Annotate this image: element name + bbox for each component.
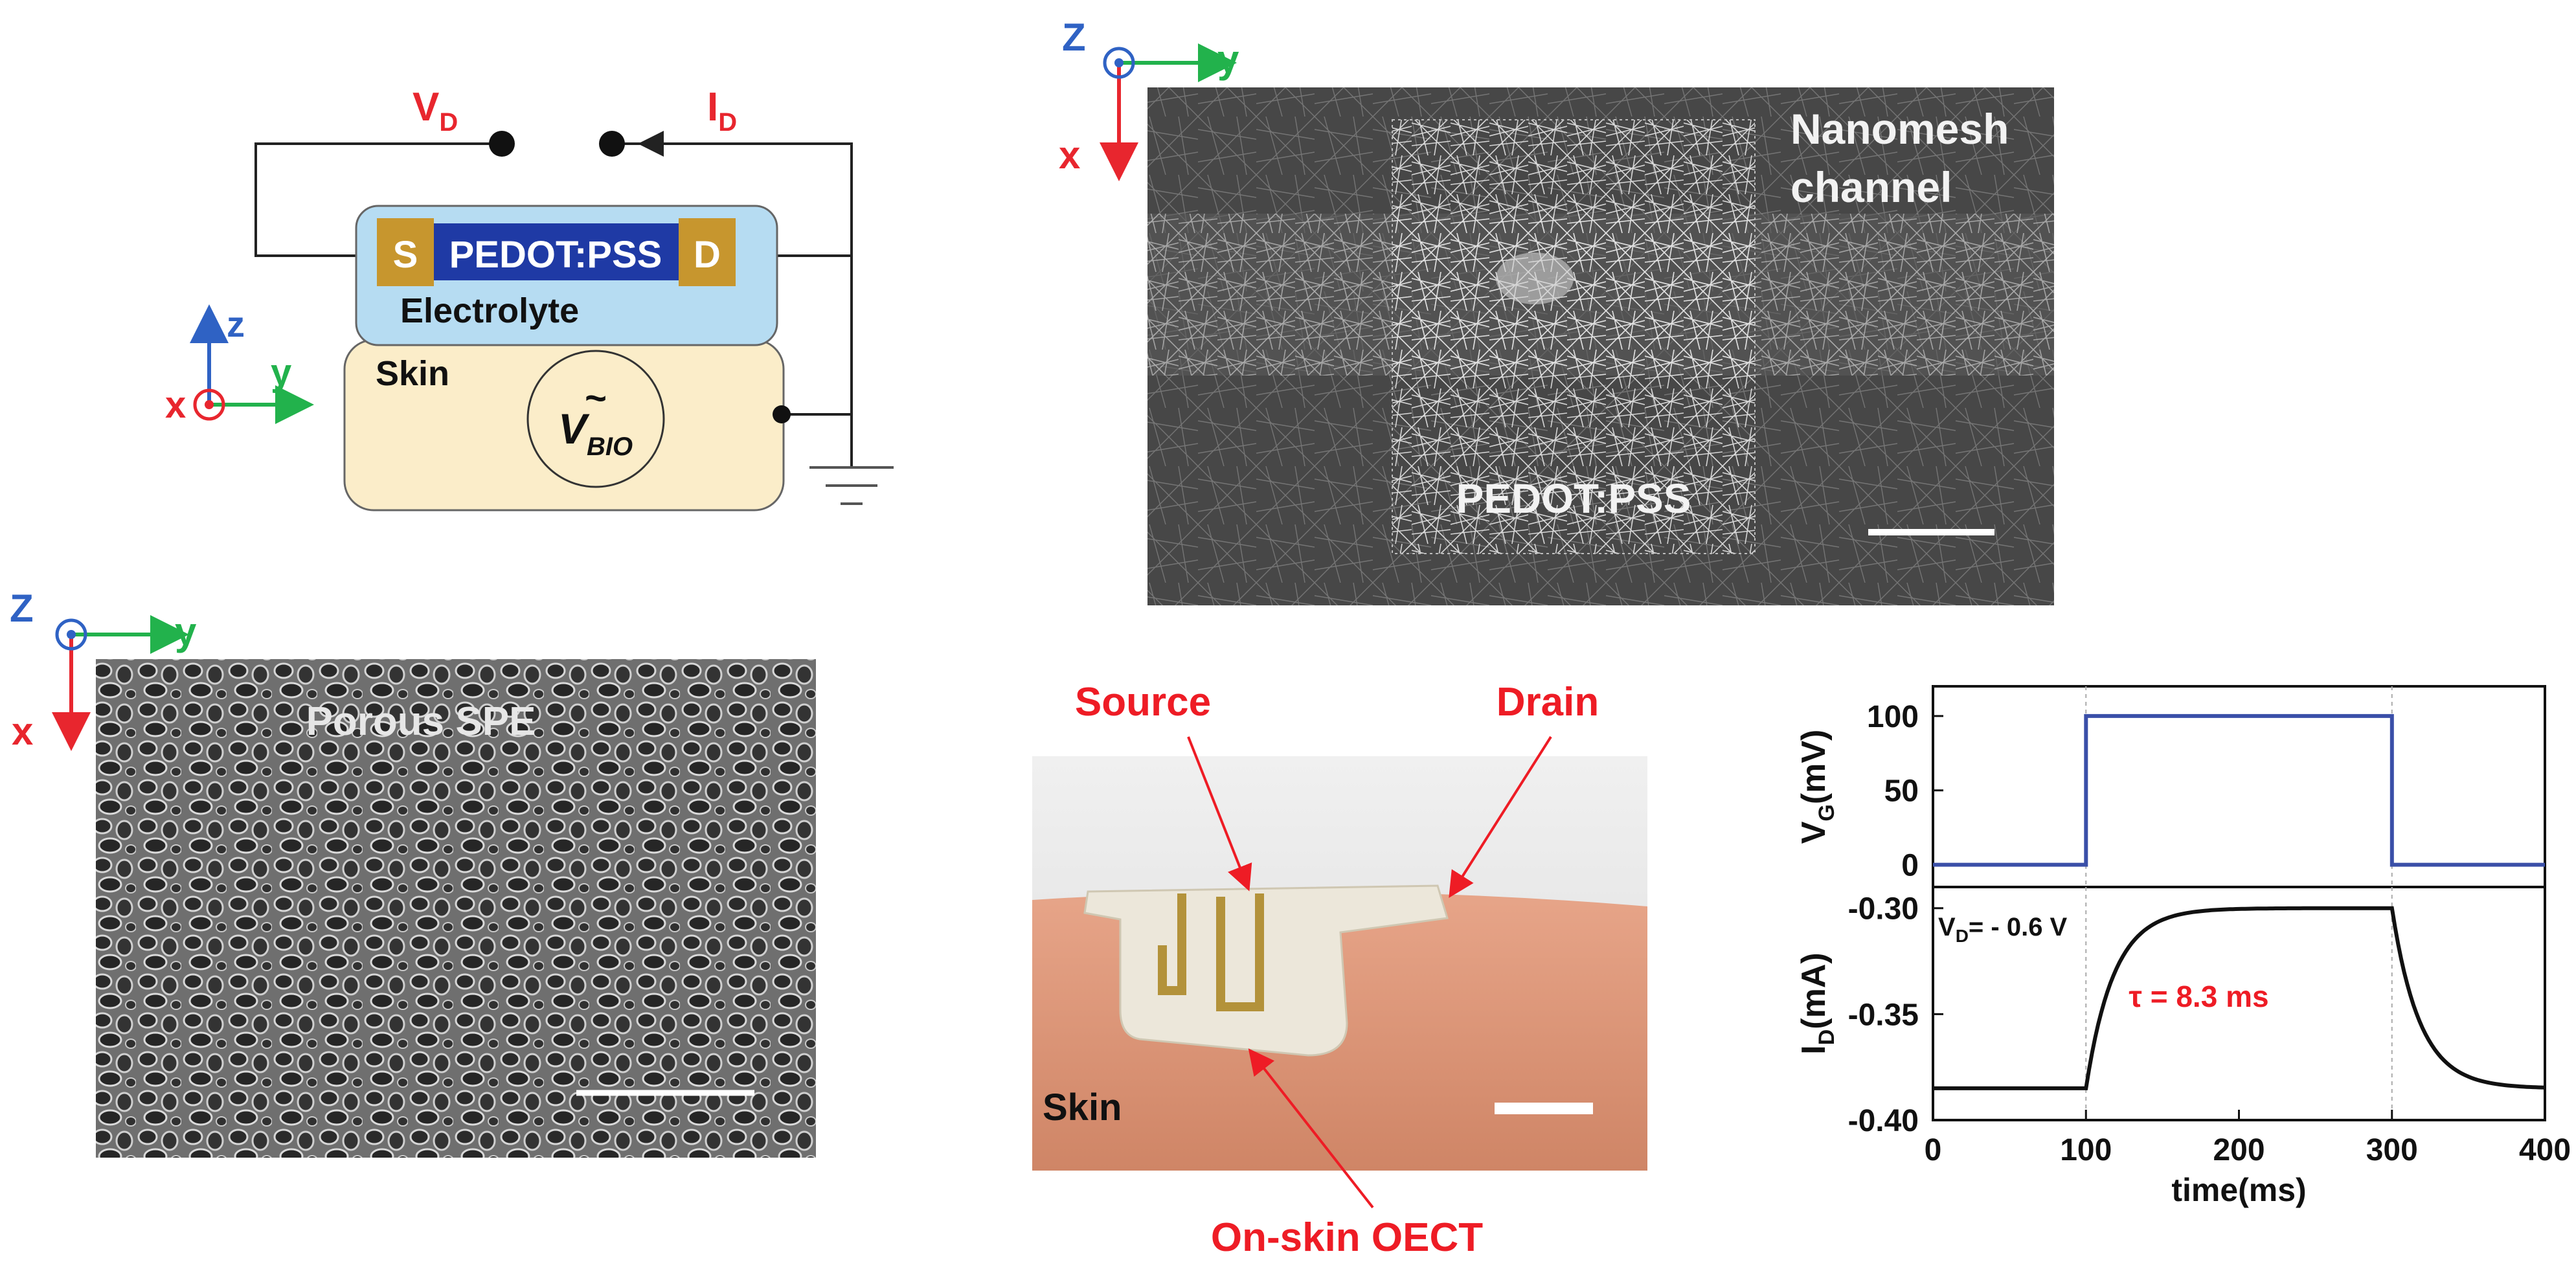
series-line-1: [1933, 713, 2545, 867]
x-axis-label: x: [1059, 133, 1080, 177]
device-photo-panel: Source Drain Skin On-skin OECT: [1032, 680, 1647, 1260]
y-axis-title-1: VG(mV): [1795, 730, 1839, 844]
drain-electrode: [679, 218, 736, 286]
circuit-schematic: VD ID S PEDOT:PSS D Electrolyte Skin ~ V…: [165, 85, 894, 511]
device-label: On-skin OECT: [1211, 1215, 1483, 1260]
y-axis-label: y: [175, 610, 197, 653]
z-axis-out-icon: [55, 618, 87, 651]
x-axis-label: x: [165, 384, 186, 426]
source-arrow: [1187, 736, 1252, 892]
porous-spe-label: Porous SPE: [306, 699, 536, 744]
source-electrode-trace: [1158, 893, 1186, 995]
id-label: ID: [707, 85, 737, 137]
vbio-label: VBIO: [558, 405, 633, 461]
sem-channel-label: PEDOT:PSS: [1456, 475, 1691, 522]
tau-annotation: τ = 8.3 ms: [2129, 980, 2268, 1013]
y-axis-label: y: [271, 352, 291, 394]
x-tick-label: 0: [1925, 1133, 1942, 1167]
channel-region: [1392, 120, 1755, 554]
device-arrow: [1248, 1048, 1374, 1209]
nanomesh-label-line1: Nanomesh: [1791, 105, 2009, 153]
transient-response-chart: 100 50 0 VG(mV) -0.30 -0.35 -0.40 ID(mA) VD= - 0…: [1795, 685, 2571, 1208]
y-tick-label: -0.35: [1848, 998, 1919, 1032]
vd-label: VD: [412, 85, 458, 137]
channel-label: PEDOT:PSS: [449, 234, 662, 276]
source-label: S: [393, 234, 418, 276]
y-tick-label: 50: [1884, 774, 1919, 809]
skin-label: Skin: [376, 354, 449, 393]
x-axis-out-icon: [193, 388, 225, 421]
terminal-id: [599, 131, 625, 157]
y-axis-label: y: [1217, 38, 1239, 81]
wire-left: [254, 142, 502, 257]
drain-electrode-trace: [1216, 893, 1264, 1011]
x-tick-label: 400: [2519, 1133, 2571, 1167]
x-axis-title: time(ms): [2171, 1172, 2306, 1208]
oect-device: [1083, 884, 1449, 1057]
y-axis-title-2: ID(mA): [1795, 952, 1839, 1054]
source-label: Source: [1075, 680, 1211, 724]
wire-right: [612, 142, 853, 466]
vbio-tilde: ~: [585, 377, 607, 420]
terminal-vd: [489, 131, 515, 157]
y-tick-label: 100: [1867, 700, 1919, 734]
series-line-2: [1933, 906, 2546, 1090]
drain-arrow: [1449, 736, 1552, 898]
sem-nanomesh-panel: Z y x Nanomesh channel PEDOT:PSS: [1059, 16, 2054, 605]
pedot-channel: [431, 223, 680, 280]
x-tick-label: 100: [2060, 1133, 2112, 1167]
x-tick-label: 200: [2213, 1133, 2265, 1167]
z-axis-out-icon: [1103, 47, 1135, 79]
y-tick-label: 0: [1901, 849, 1919, 883]
x-axis-label: x: [12, 710, 33, 753]
z-axis-label: z: [227, 304, 245, 344]
drain-label: D: [694, 234, 721, 276]
electrolyte-label: Electrolyte: [400, 291, 579, 330]
sem-spe-panel: Z y x Porous SPE: [10, 587, 816, 1158]
z-axis-label: Z: [1062, 16, 1086, 59]
y-tick-label: -0.40: [1848, 1104, 1919, 1138]
vd-annotation: VD= - 0.6 V: [1938, 913, 2068, 946]
x-tick-label: 300: [2366, 1133, 2418, 1167]
skin-label: Skin: [1043, 1086, 1122, 1129]
nanomesh-label-line2: channel: [1791, 163, 1952, 211]
drain-label: Drain: [1497, 680, 1599, 724]
bio-source: [526, 350, 665, 488]
source-electrode: [377, 218, 434, 286]
y-tick-label: -0.30: [1848, 892, 1919, 926]
z-axis-label: Z: [10, 587, 34, 630]
